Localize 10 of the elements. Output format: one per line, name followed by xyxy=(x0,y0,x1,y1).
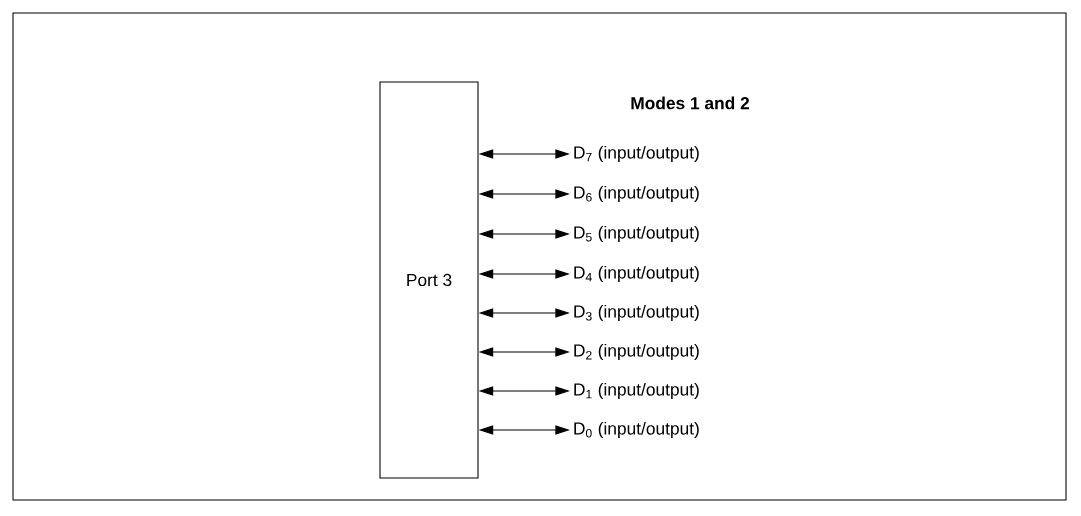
signal-label: D$_{2}$ (input/output) xyxy=(574,343,699,361)
signal-label: D$_{3}$ (input/output) xyxy=(574,304,699,322)
port-box: Port 3 xyxy=(379,81,479,479)
signal-label: D$_{0}$ (input/output) xyxy=(574,421,699,439)
signal-label: D$_{5}$ (input/output) xyxy=(574,225,699,243)
signal-label: D$_{4}$ (input/output) xyxy=(574,265,699,283)
signal-label: D$_{6}$ (input/output) xyxy=(574,185,699,203)
title: Modes 1 and 2 xyxy=(631,96,750,110)
signal-label: D$_{1}$ (input/output) xyxy=(574,382,699,400)
signal-label: D$_{7}$ (input/output) xyxy=(574,145,699,163)
